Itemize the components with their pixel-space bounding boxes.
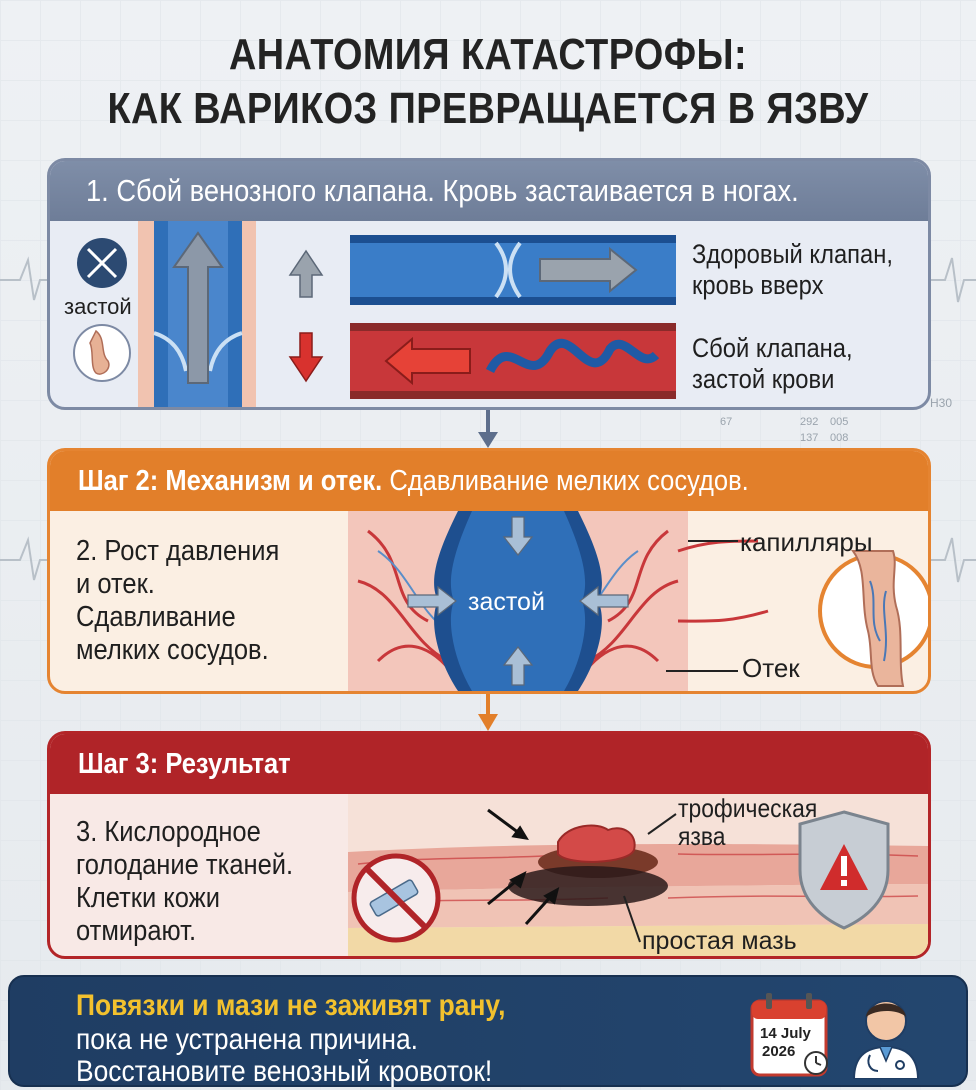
capillary-network xyxy=(357,529,769,682)
failed-valve-caption: Сбой клапана, застой крови xyxy=(692,333,875,395)
failed-line-1: Сбой клапана, xyxy=(692,333,853,363)
footer-line-3: Восстановите венозный кровоток! xyxy=(76,1055,493,1088)
capillaries-label: капилляры xyxy=(740,527,873,557)
footer-line-2: пока не устранена причина. xyxy=(76,1023,418,1056)
step2-header-rest: Сдавливание мелких сосудов. xyxy=(382,465,749,497)
skin-layers xyxy=(348,844,928,956)
step2-text-line-3: Сдавливание xyxy=(76,601,236,633)
step1-header-text: 1. Сбой венозного клапана. Кровь застаив… xyxy=(86,173,799,208)
readout-4: 137 xyxy=(800,432,819,444)
step3-header: Шаг 3: Результат xyxy=(50,734,928,794)
pressure-arrows-step3 xyxy=(487,808,560,926)
footer-line-1: Повязки и мази не заживят рану, xyxy=(76,989,506,1022)
step2-text-line-2: и отек. xyxy=(76,568,155,600)
ecg-decoration-mid xyxy=(0,536,976,583)
swollen-leg-icon xyxy=(818,550,928,687)
failed-line-2: застой крови xyxy=(692,364,835,394)
step2-text-line-1: 2. Рост давления xyxy=(76,535,280,567)
connector-arrow-2 xyxy=(478,694,498,731)
step3-text-line-2: голодание тканей. xyxy=(76,849,294,881)
step2-illustration xyxy=(348,511,928,691)
no-ointment-icon xyxy=(351,853,441,943)
readout-3: 005 xyxy=(830,416,849,428)
step2-header-bold: Шаг 2: Механизм и отек. xyxy=(78,465,383,497)
leg-icon xyxy=(73,324,131,382)
failed-valve-illustration xyxy=(350,323,676,399)
healthy-valve-illustration xyxy=(350,235,676,305)
step2-text-line-4: мелких сосудов. xyxy=(76,634,269,666)
connector-arrow-1 xyxy=(478,410,498,448)
step1-header: 1. Сбой венозного клапана. Кровь застаив… xyxy=(50,161,928,221)
step2-text: 2. Рост давления и отек. Сдавливание мел… xyxy=(76,535,307,667)
step2-panel: Шаг 2: Механизм и отек. Сдавливание мелк… xyxy=(47,448,931,694)
step3-illustration xyxy=(348,794,928,956)
stasis-icon xyxy=(77,238,127,288)
vertical-vein-illustration xyxy=(138,221,256,407)
footer-banner: Повязки и мази не заживят рану, пока не … xyxy=(8,975,968,1088)
step1-illustration xyxy=(73,221,676,407)
calendar-date-line-2: 2026 xyxy=(762,1043,796,1060)
step3-header-text: Шаг 3: Результат xyxy=(78,748,291,780)
calendar-date-line-1: 14 July xyxy=(760,1025,811,1042)
readout-2: 292 xyxy=(800,416,819,428)
step2-header: Шаг 2: Механизм и отек. Сдавливание мелк… xyxy=(50,451,928,511)
background-readout-h30: H30 xyxy=(930,396,953,410)
flow-direction-icon xyxy=(288,249,324,383)
pressure-arrows xyxy=(407,516,629,686)
warning-shield-icon xyxy=(798,810,890,930)
doctor-icon xyxy=(852,1000,920,1079)
stasis-center-label: застой xyxy=(468,588,545,616)
step3-text-line-1: 3. Кислородное xyxy=(76,816,261,848)
calendar-icon: 14 July 2026 xyxy=(750,993,828,1077)
healthy-line-1: Здоровый клапан, xyxy=(692,239,893,269)
edema-label: Отек xyxy=(742,653,800,683)
readout-1: 67 xyxy=(720,416,733,428)
background-readouts: 67 292 005 137 008 xyxy=(720,414,920,450)
ulcer-line-2: язва xyxy=(678,821,726,851)
step3-text-line-3: Клетки кожи xyxy=(76,882,220,914)
ulcer-caption: трофическая язва xyxy=(678,794,836,850)
page-title: АНАТОМИЯ КАТАСТРОФЫ: КАК ВАРИКОЗ ПРЕВРАЩ… xyxy=(68,28,907,136)
ulcer-line-1: трофическая xyxy=(678,793,818,823)
step3-panel: Шаг 3: Результат 3. Кислородное голодани… xyxy=(47,731,931,959)
step1-panel: 1. Сбой венозного клапана. Кровь застаив… xyxy=(47,158,931,410)
ointment-label: простая мазь xyxy=(642,927,797,955)
title-line-1: АНАТОМИЯ КАТАСТРОФЫ: xyxy=(228,30,747,79)
healthy-line-2: кровь вверх xyxy=(692,270,824,300)
step3-text: 3. Кислородное голодание тканей. Клетки … xyxy=(76,816,323,948)
title-line-2: КАК ВАРИКОЗ ПРЕВРАЩАЕТСЯ В ЯЗВУ xyxy=(107,84,869,133)
readout-5: 008 xyxy=(830,432,849,444)
healthy-valve-caption: Здоровый клапан, кровь вверх xyxy=(692,239,920,301)
ecg-decoration-left xyxy=(0,256,976,303)
stasis-label: застой xyxy=(64,294,132,319)
step3-text-line-4: отмирают. xyxy=(76,915,197,947)
